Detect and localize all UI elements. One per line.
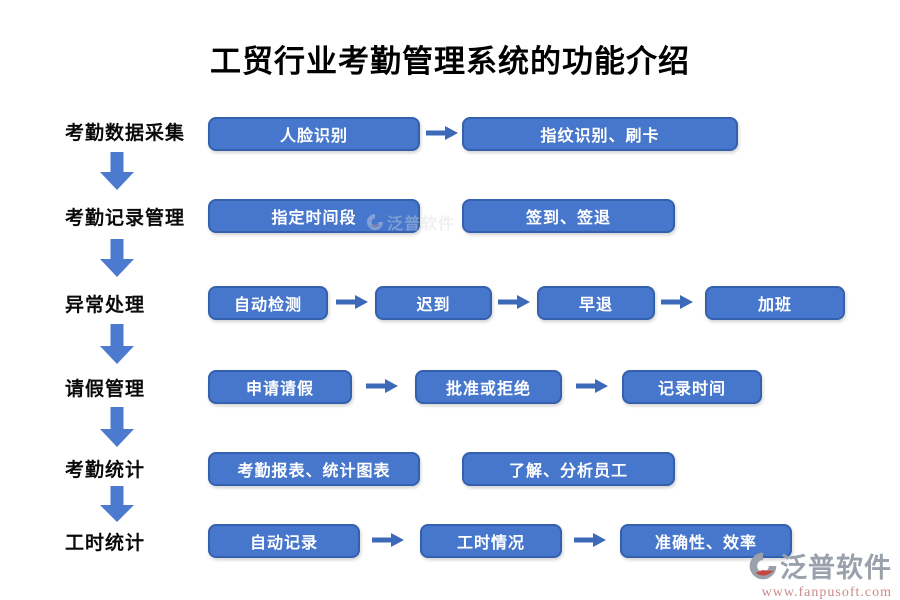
down-arrow-icon (100, 152, 134, 190)
right-arrow-icon (574, 533, 606, 547)
right-arrow-icon (366, 379, 398, 393)
flow-box: 自动记录 (208, 524, 360, 558)
flow-box: 签到、签退 (462, 199, 675, 233)
flow-box: 考勤报表、统计图表 (208, 452, 420, 486)
flow-box: 记录时间 (622, 370, 762, 404)
flow-box: 准确性、效率 (620, 524, 792, 558)
flow-box: 批准或拒绝 (415, 370, 562, 404)
flow-box: 申请请假 (208, 370, 352, 404)
down-arrow-icon (100, 486, 134, 522)
flow-box: 早退 (537, 286, 655, 320)
flow-box: 加班 (705, 286, 845, 320)
right-arrow-icon (661, 295, 693, 309)
right-arrow-icon (498, 295, 530, 309)
stage-label-record-management: 考勤记录管理 (65, 208, 186, 229)
right-arrow-icon (336, 295, 368, 309)
flow-box: 指纹识别、刷卡 (462, 117, 738, 151)
brand-url: www.fanpusoft.com (761, 585, 892, 600)
brand-footer: 泛普软件 www.fanpusoft.com (692, 546, 892, 600)
right-arrow-icon (426, 126, 458, 140)
down-arrow-icon (100, 324, 134, 364)
flow-box: 人脸识别 (208, 117, 420, 151)
right-arrow-icon (576, 379, 608, 393)
flow-box: 工时情况 (420, 524, 562, 558)
flow-box: 指定时间段 (208, 199, 420, 233)
stage-label-attendance-stats: 考勤统计 (65, 460, 146, 481)
flow-box: 了解、分析员工 (462, 452, 675, 486)
stage-label-leave-management: 请假管理 (65, 379, 146, 400)
flow-box: 迟到 (375, 286, 492, 320)
stage-label-work-hour-stats: 工时统计 (65, 533, 146, 554)
flow-box: 自动检测 (208, 286, 328, 320)
right-arrow-icon (372, 533, 404, 547)
page-title: 工贸行业考勤管理系统的功能介绍 (210, 44, 690, 79)
stage-label-exception-handling: 异常处理 (65, 295, 146, 316)
fanpu-logo-icon (749, 552, 777, 579)
down-arrow-icon (100, 407, 134, 447)
stage-label-data-collection: 考勤数据采集 (65, 123, 186, 144)
brand-name: 泛普软件 (780, 553, 892, 583)
down-arrow-icon (100, 239, 134, 277)
